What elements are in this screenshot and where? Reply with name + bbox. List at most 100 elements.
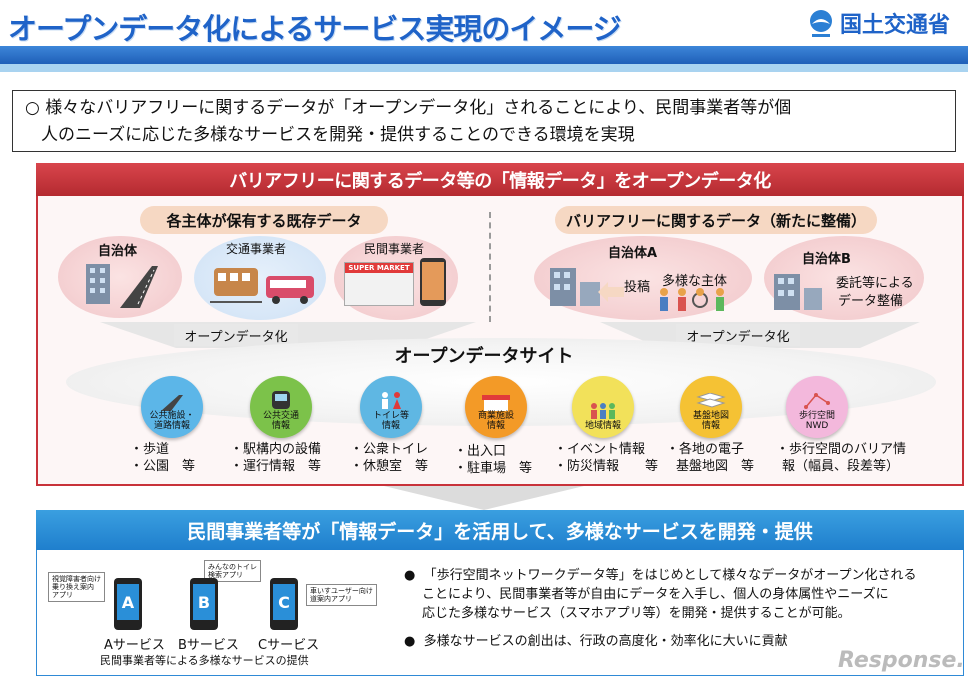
app-c-phone: C xyxy=(270,578,298,630)
network-icon xyxy=(804,393,830,409)
category-name: 基盤地図 xyxy=(692,411,729,421)
supermarket-sign: SUPER MARKET xyxy=(345,263,413,273)
holder-private-label: 民間事業者 xyxy=(364,242,425,256)
bullet-line: ・公園 等 xyxy=(130,459,196,474)
category-local-info: 地域情報 xyxy=(572,376,634,438)
point-1: ● 「歩行空間ネットワークデータ等」をはじめとして様々なデータがオープン化される… xyxy=(404,566,916,623)
app-b-phone: B xyxy=(190,578,218,630)
ministry-name: 国土交通省 xyxy=(840,13,951,38)
bullet-icon: ● xyxy=(404,568,424,583)
category-pedestrian-nwd: 歩行空間 NWD xyxy=(786,376,848,438)
category-public-facilities: 公共施設・ 道路情報 xyxy=(141,376,203,438)
app-a-callout: 視覚障害者向け 乗り換え案内 アプリ xyxy=(48,572,105,602)
app-b-letter: B xyxy=(193,584,215,620)
app-c-callout: 車いすユーザー向け 道案内アプリ xyxy=(306,584,377,606)
header-band-light xyxy=(0,64,968,72)
category-name: 情報 xyxy=(701,421,720,431)
app-b-label: Bサービス xyxy=(178,638,239,653)
services-panel xyxy=(36,550,964,676)
bullet-line: ・歩行空間のバリア情 xyxy=(776,442,907,457)
bullet-line: ・歩道 xyxy=(130,442,170,457)
category-toilets: トイレ等 情報 xyxy=(360,376,422,438)
building-road-icon xyxy=(86,264,158,308)
bullet-line: ・防災情報 等 xyxy=(554,459,659,474)
category-bullets: ・出入口 ・駐車場 等 xyxy=(454,443,532,477)
category-name: 情報 xyxy=(271,421,290,431)
bullet-line: ・イベント情報 xyxy=(554,442,646,457)
outsourcing-label: 委託等による xyxy=(836,276,914,291)
panel-divider xyxy=(489,212,491,322)
posting-label: 投稿 xyxy=(624,280,651,295)
train-bus-icon xyxy=(210,268,314,304)
bullet-icon: ● xyxy=(404,634,424,649)
people-icon xyxy=(660,288,724,311)
app-a-phone: A xyxy=(114,578,142,630)
bullet-line: ・休憩室 等 xyxy=(350,459,429,474)
summary-line-2: 人のニーズに応じた多様なサービスを開発・提供することのできる環境を実現 xyxy=(41,125,635,145)
opendata-right-label: オープンデータ化 xyxy=(676,324,800,346)
callout-line: アプリ xyxy=(52,591,73,599)
services-panel-title: 民間事業者等が「情報データ」を活用して、多様なサービスを開発・提供 xyxy=(36,510,964,550)
apps-caption: 民間事業者等による多様なサービスの提供 xyxy=(100,654,309,667)
category-public-transport: 公共交通 情報 xyxy=(250,376,312,438)
opendata-panel-title: バリアフリーに関するデータ等の「情報データ」をオープンデータ化 xyxy=(36,163,964,196)
holder-municipality-a-label: 自治体A xyxy=(608,246,658,261)
app-b-callout: みんなのトイレ 検索アプリ xyxy=(204,560,261,582)
category-name: 地域情報 xyxy=(584,421,621,431)
bullet-line: ・各地の電子 xyxy=(666,442,745,457)
category-name: 歩行空間 xyxy=(798,411,835,421)
shop-icon xyxy=(482,395,510,411)
arrow-left-icon xyxy=(598,282,624,302)
train-front-icon xyxy=(272,391,290,409)
category-name: 情報 xyxy=(381,421,400,431)
smartphone-icon xyxy=(420,258,446,306)
callout-line: 乗り換え案内 xyxy=(52,583,94,591)
point-2: ● 多様なサービスの創出は、行政の高度化・効率化に大いに貢献 xyxy=(404,632,788,651)
restroom-icon xyxy=(382,392,401,409)
app-a-letter: A xyxy=(117,584,139,620)
municipality-a-building-icon xyxy=(550,268,600,306)
bullet-line: ・運行情報 等 xyxy=(230,459,322,474)
bullet-line: 基盤地図 等 xyxy=(676,459,755,474)
app-c-letter: C xyxy=(273,584,295,620)
point-1-line: 「歩行空間ネットワークデータ等」をはじめとして様々なデータがオープン化される xyxy=(423,568,917,583)
down-arrow xyxy=(384,486,584,510)
category-bullets: ・各地の電子 基盤地図 等 xyxy=(666,441,754,475)
category-name: トイレ等 xyxy=(372,411,409,421)
page-title: オープンデータ化によるサービス実現のイメージ xyxy=(8,12,622,46)
new-data-pill: バリアフリーに関するデータ（新たに整備） xyxy=(555,206,877,234)
callout-line: 視覚障害者向け xyxy=(52,575,101,583)
category-bullets: ・イベント情報 ・防災情報 等 xyxy=(554,441,658,475)
summary-box: ○ 様々なバリアフリーに関するデータが「オープンデータ化」されることにより、民間… xyxy=(12,90,956,152)
category-name: 道路情報 xyxy=(153,421,190,431)
holder-municipality xyxy=(58,236,182,318)
existing-data-pill: 各主体が保有する既存データ xyxy=(140,206,388,234)
category-bullets: ・歩道 ・公園 等 xyxy=(130,441,195,475)
opendata-site-title: オープンデータサイト xyxy=(394,346,574,367)
ministry-emblem-icon xyxy=(810,10,832,37)
point-1-line: ことにより、民間事業者等が自由にデータを入手し、個人の身体属性やニーズに xyxy=(422,587,889,602)
holder-transport-label: 交通事業者 xyxy=(226,242,287,256)
bullet-line: 報（幅員、段差等） xyxy=(782,459,900,474)
holder-municipality-b-label: 自治体B xyxy=(802,252,851,267)
callout-line: 検索アプリ xyxy=(208,571,243,579)
watermark: Response. xyxy=(838,648,965,673)
supermarket-icon: SUPER MARKET xyxy=(344,262,414,306)
map-icon xyxy=(696,393,726,408)
bullet-line: ・出入口 xyxy=(454,444,507,459)
various-actors-label: 多様な主体 xyxy=(662,274,728,289)
app-a-label: Aサービス xyxy=(104,638,165,653)
category-commercial: 商業施設 情報 xyxy=(465,376,527,438)
road-icon xyxy=(161,395,183,411)
crowd-icon xyxy=(591,403,615,419)
category-bullets: ・公衆トイレ ・休憩室 等 xyxy=(350,441,428,475)
header-band xyxy=(0,46,968,64)
category-name: 公共交通 xyxy=(262,411,299,421)
municipality-b-building-icon xyxy=(774,274,822,310)
point-1-line: 応じた多様なサービス（スマホアプリ等）を開発・提供することが可能。 xyxy=(422,606,851,621)
bullet-line: ・駐車場 等 xyxy=(454,461,533,476)
category-name: NWD xyxy=(805,421,829,431)
category-bullets: ・駅構内の設備 ・運行情報 等 xyxy=(230,441,321,475)
opendata-left-label: オープンデータ化 xyxy=(174,324,298,346)
point-2-text: 多様なサービスの創出は、行政の高度化・効率化に大いに貢献 xyxy=(423,634,788,649)
